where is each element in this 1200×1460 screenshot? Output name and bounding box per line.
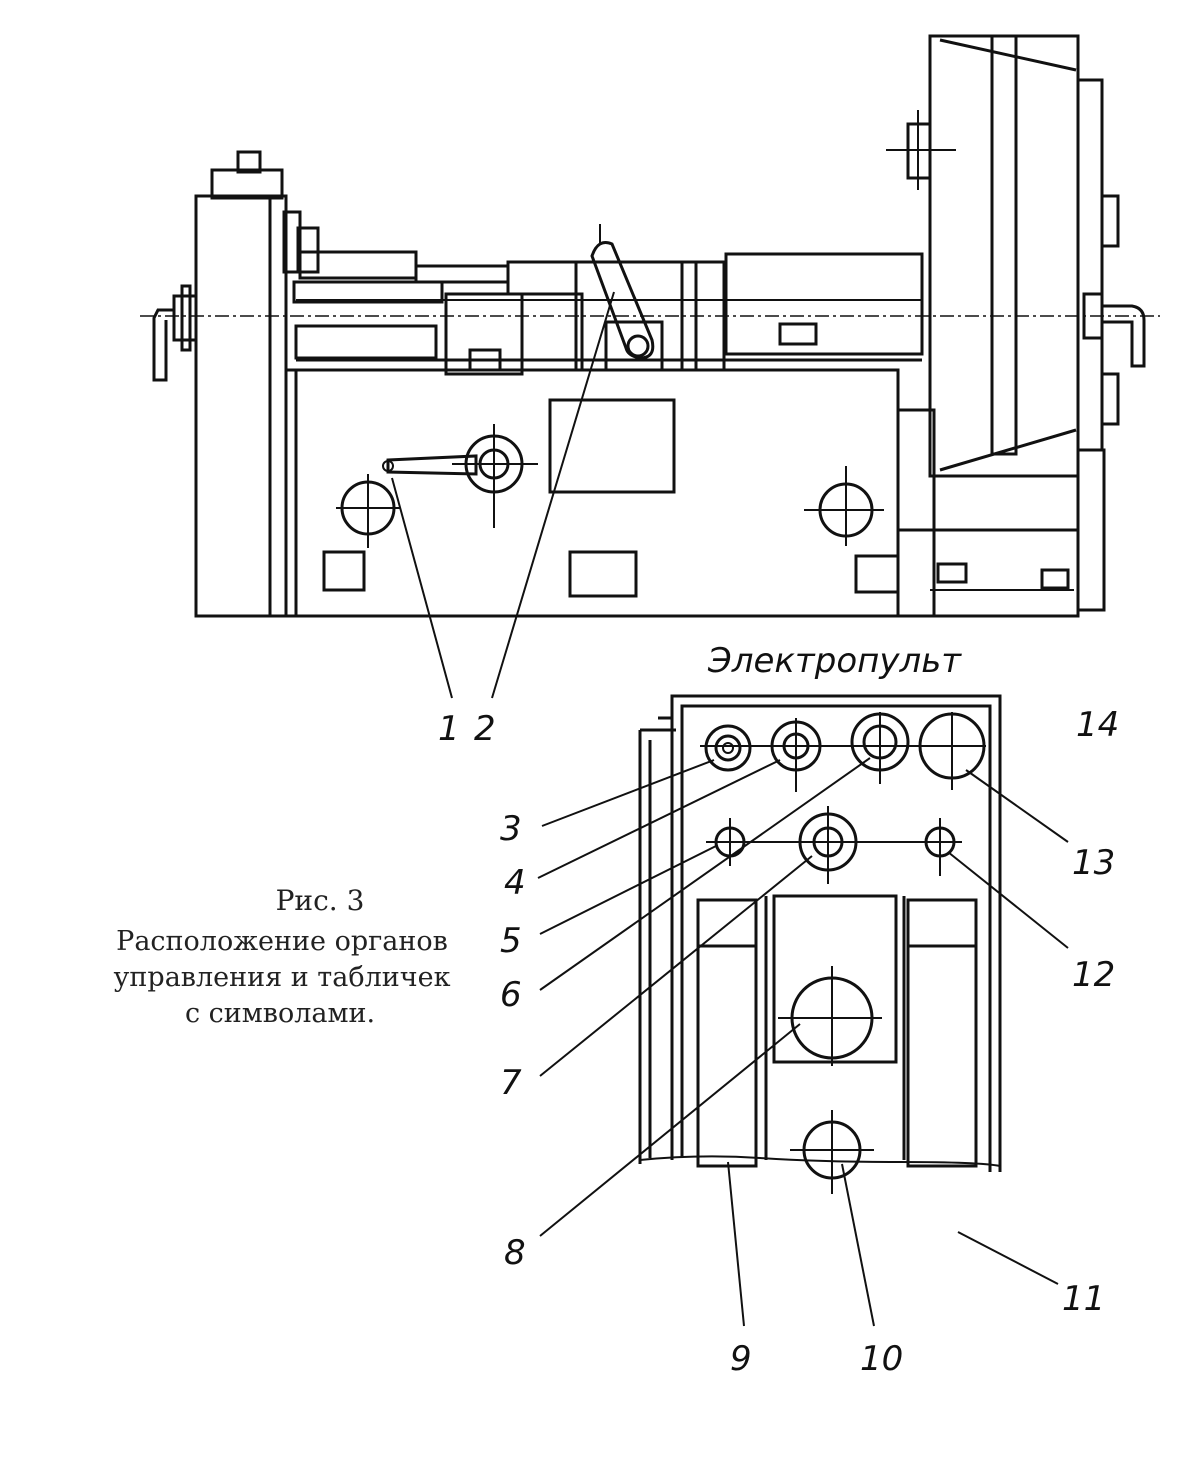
label-9: 9 [730,1339,752,1379]
label-2: 2 [474,709,496,749]
machine-side-view [140,34,1160,699]
caption-line2: управления и табличек [114,962,451,993]
label-4: 4 [504,863,526,903]
label-8: 8 [504,1233,526,1273]
caption-line1: Расположение органов [116,926,448,957]
label-10: 10 [860,1339,903,1379]
label-14: 14 [1076,705,1119,745]
label-7: 7 [500,1063,522,1103]
central-lever[interactable] [590,224,655,360]
caption-line3: с символами. [185,998,375,1029]
label-5: 5 [500,921,522,961]
control-3[interactable] [704,724,752,772]
label-13: 13 [1072,843,1115,883]
control-8[interactable] [778,966,882,1066]
control-10[interactable] [790,1110,874,1194]
figure-caption: Рис. 3 Расположение органов управления и… [114,884,451,1029]
label-1: 1 [438,709,460,749]
label-12: 12 [1072,955,1115,995]
label-3: 3 [500,809,522,849]
front-nameplate [548,398,676,494]
panel-title: Электропульт [707,641,962,681]
label-6: 6 [500,975,522,1015]
electric-control-panel [537,694,1069,1327]
pulley-housing [928,34,1080,478]
lever-handle-1[interactable] [382,424,538,528]
front-knob-right[interactable] [804,466,884,546]
caption-figure: Рис. 3 [276,884,365,917]
right-shaft-handle [1082,292,1146,368]
label-11: 11 [1062,1279,1105,1319]
front-knob-left[interactable] [336,474,400,548]
left-shaft-handle [152,284,198,382]
